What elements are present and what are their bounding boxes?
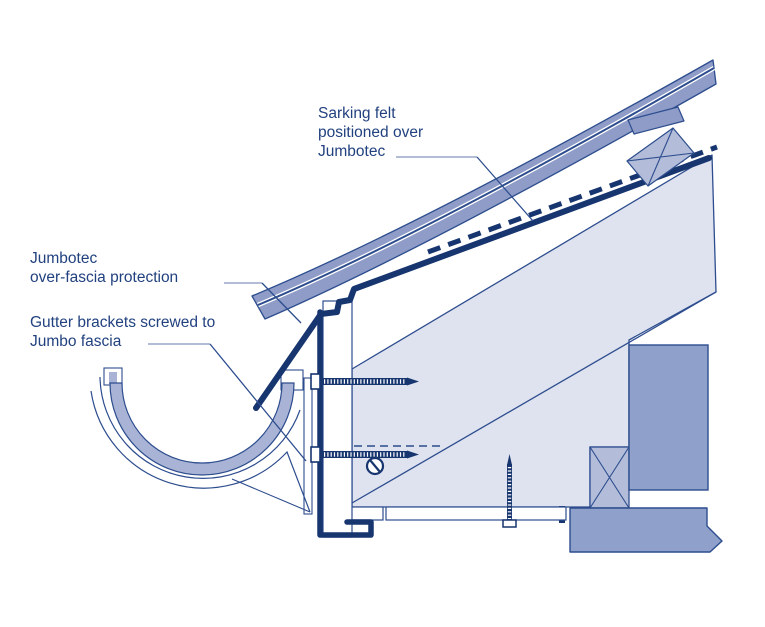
rafter-underside-edge — [351, 291, 717, 504]
bracket-screw-upper — [310, 373, 419, 390]
bracket-screw-lower — [310, 446, 419, 463]
wall-plate-section — [589, 446, 630, 509]
label-gutter-brackets: Gutter brackets screwed to Jumbo fascia — [30, 313, 215, 351]
soffit-board-right — [385, 506, 567, 521]
jumbotec-membrane — [253, 155, 712, 411]
gutter-bracket — [90, 376, 313, 515]
label-over-fascia-protection: Jumbotec over-fascia protection — [30, 249, 178, 287]
label-line: Jumbotec — [30, 250, 98, 267]
sarking-felt-dashed-line — [427, 144, 718, 255]
roof-covering-band — [251, 59, 717, 320]
wall-block-lower — [569, 507, 723, 553]
label-sarking-felt: Sarking felt positioned over Jumbotec — [318, 104, 423, 161]
tile-batten-section — [626, 127, 695, 187]
label-line: positioned over — [318, 124, 424, 141]
label-line: Gutter brackets screwed to — [30, 314, 216, 331]
label-line: Sarking felt — [318, 105, 396, 122]
label-line: Jumbo fascia — [30, 333, 122, 350]
leader-lines — [148, 156, 534, 462]
fascia-board — [322, 300, 353, 538]
wall-block-upper — [628, 344, 709, 491]
label-line: Jumbotec — [318, 143, 386, 160]
label-line: over-fascia protection — [30, 269, 179, 286]
gutter — [103, 367, 304, 476]
soffit-screw — [502, 454, 517, 528]
gutter-profile — [109, 382, 295, 476]
screw-head-face — [365, 456, 385, 476]
counter-batten — [627, 106, 685, 135]
